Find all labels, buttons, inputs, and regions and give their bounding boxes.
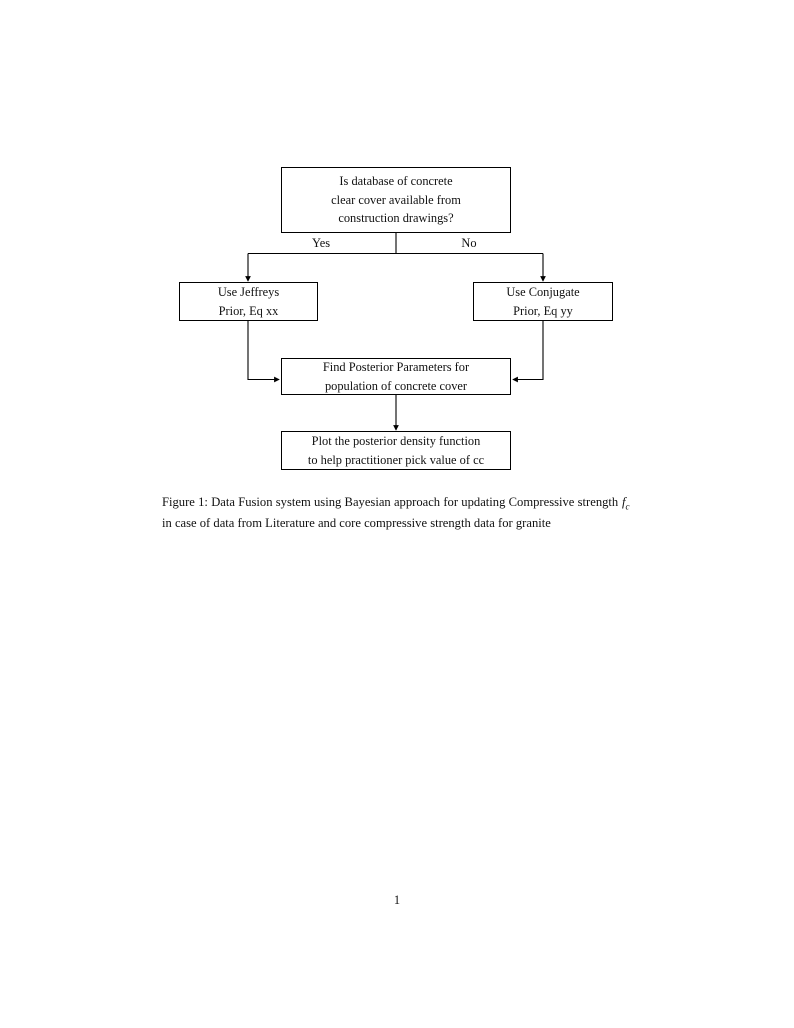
node-decision-line-1: Is database of concrete — [339, 174, 453, 189]
node-conjugate-line-2: Prior, Eq yy — [513, 303, 573, 318]
node-decision-line-2: clear cover available from — [331, 192, 461, 207]
edge-label-no: No — [461, 236, 477, 250]
node-plot-line-1: Plot the posterior density function — [311, 434, 481, 449]
figure-flowchart: Is database of concrete clear cover avai… — [0, 0, 794, 490]
node-use-jeffreys-prior: Use Jeffreys Prior, Eq xx — [179, 282, 318, 321]
node-conjugate-line-1: Use Conjugate — [506, 285, 580, 300]
caption-label: Figure 1: — [162, 495, 208, 509]
figure-caption: Figure 1: Data Fusion system using Bayes… — [162, 493, 630, 533]
caption-math-variable-base: f — [621, 495, 626, 509]
node-decision-database-available: Is database of concrete clear cover avai… — [281, 167, 511, 233]
node-jeffreys-line-2: Prior, Eq xx — [218, 303, 279, 318]
caption-math-variable: fc — [621, 495, 630, 512]
node-use-conjugate-prior: Use Conjugate Prior, Eq yy — [473, 282, 613, 321]
page-number: 1 — [393, 893, 401, 907]
node-plot-posterior-density: Plot the posterior density function to h… — [281, 431, 511, 470]
node-find-posterior-parameters: Find Posterior Parameters for population… — [281, 358, 511, 395]
edge-label-yes: Yes — [311, 236, 331, 250]
node-posterior-line-2: population of concrete cover — [324, 378, 468, 393]
node-plot-line-2: to help practitioner pick value of cc — [307, 452, 485, 467]
node-decision-line-3: construction drawings? — [338, 211, 454, 226]
node-jeffreys-line-1: Use Jeffreys — [217, 285, 280, 300]
edge-conjugate-to-posterior — [512, 321, 544, 383]
node-posterior-line-1: Find Posterior Parameters for — [322, 360, 470, 375]
caption-text-before: Data Fusion system using Bayesian approa… — [207, 495, 622, 509]
flowchart-connectors — [245, 233, 546, 431]
caption-math-variable-subscript: c — [625, 501, 630, 512]
caption-text-after: in case of data from Literature and core… — [162, 515, 551, 530]
edge-jeffreys-to-posterior — [247, 321, 280, 383]
